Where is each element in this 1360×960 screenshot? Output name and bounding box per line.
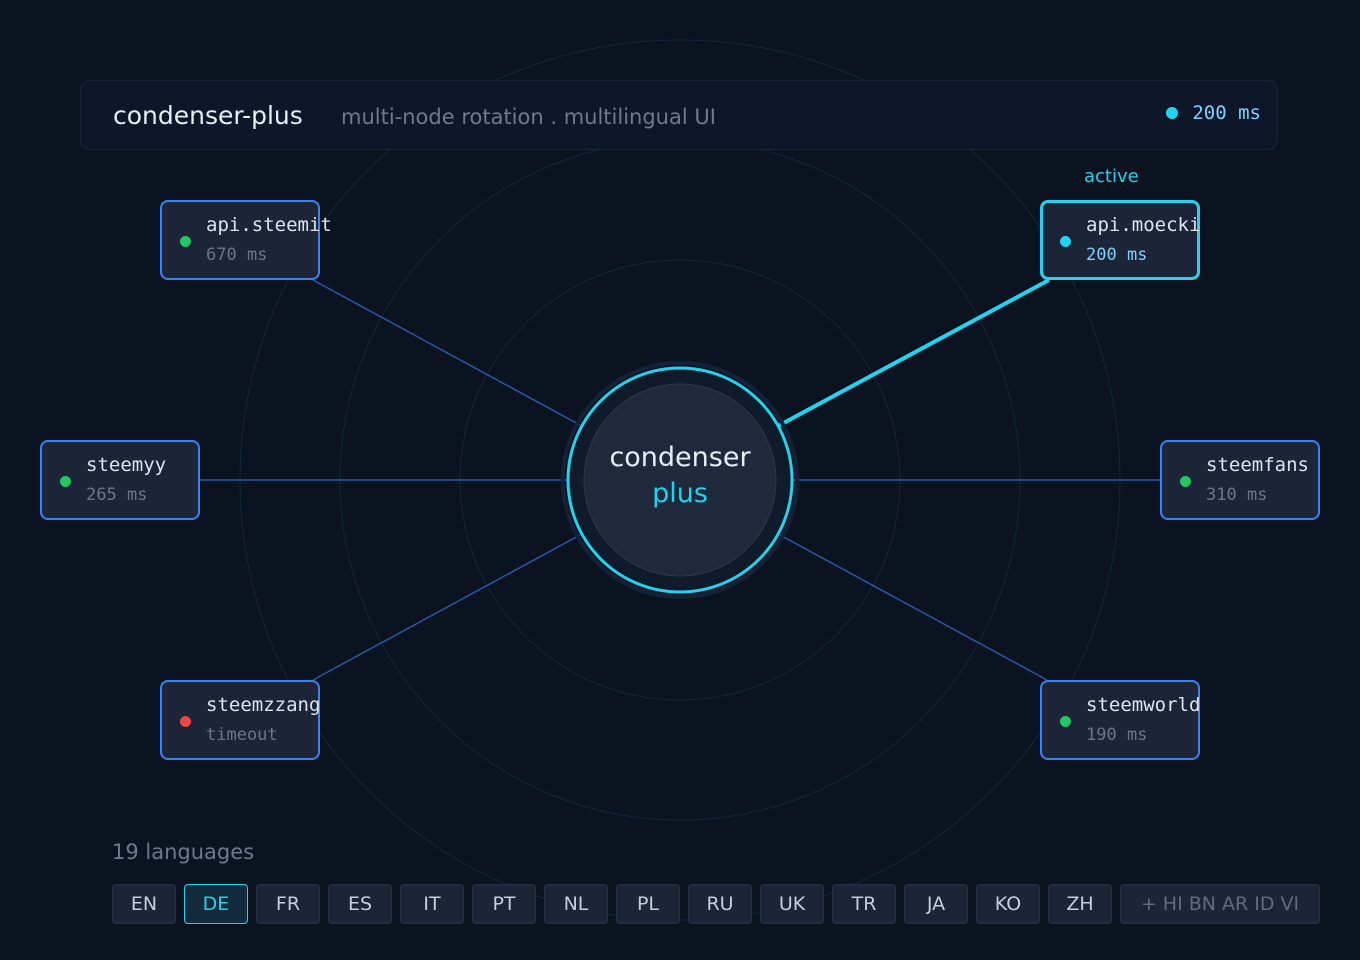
link-api-steemit (312, 279, 581, 426)
app-title: condenser-plus (113, 101, 303, 130)
link-steemworld (779, 534, 1048, 681)
node-name: steemzzang (206, 694, 321, 716)
node-name: steemfans (1206, 454, 1309, 476)
node-latency: 190 ms (1086, 725, 1148, 745)
language-button-nl[interactable]: NL (544, 884, 608, 924)
language-button-uk[interactable]: UK (760, 884, 824, 924)
link-steemzzang (312, 534, 581, 681)
link-api-moecki-active (777, 278, 1050, 428)
node-latency: 200 ms (1086, 245, 1148, 265)
node-name: api.steemit (206, 214, 332, 236)
status-dot-icon (1166, 107, 1179, 119)
language-button-ja[interactable]: JA (904, 884, 968, 924)
node-status-dot-icon (180, 236, 191, 247)
language-button-ru[interactable]: RU (688, 884, 752, 924)
node-status-dot-icon (180, 716, 191, 727)
node-status-dot-icon (1060, 236, 1071, 247)
current-latency-value: 200 ms (1192, 102, 1261, 124)
language-button-pt[interactable]: PT (472, 884, 536, 924)
node-steemfans[interactable]: steemfans 310 ms (1160, 440, 1320, 520)
language-button-en[interactable]: EN (112, 884, 176, 924)
connections (200, 278, 1160, 681)
node-latency: timeout (206, 725, 278, 745)
hub-label-line2: plus (652, 478, 708, 509)
node-name: steemworld (1086, 694, 1201, 716)
hub (561, 361, 799, 599)
language-button-de[interactable]: DE (184, 884, 248, 924)
node-api-moecki[interactable]: api.moecki 200 ms (1040, 200, 1200, 280)
node-status-dot-icon (60, 476, 71, 487)
languages-heading: 19 languages (112, 840, 255, 864)
hub-label: condenser plus (580, 440, 780, 512)
active-node-label: active (1084, 166, 1139, 187)
header-bar: condenser-plus multi-node rotation . mul… (80, 80, 1278, 150)
language-button-ko[interactable]: KO (976, 884, 1040, 924)
more-languages-button[interactable]: + HI BN AR ID VI (1120, 884, 1320, 924)
node-status-dot-icon (1060, 716, 1071, 727)
hub-inner-circle (583, 383, 777, 577)
node-latency: 265 ms (86, 485, 148, 505)
node-steemworld[interactable]: steemworld 190 ms (1040, 680, 1200, 760)
language-button-it[interactable]: IT (400, 884, 464, 924)
language-button-zh[interactable]: ZH (1048, 884, 1112, 924)
node-name: api.moecki (1086, 214, 1201, 236)
node-latency: 670 ms (206, 245, 268, 265)
node-steemyy[interactable]: steemyy 265 ms (40, 440, 200, 520)
hub-glow (561, 361, 799, 599)
language-button-es[interactable]: ES (328, 884, 392, 924)
current-latency: 200 ms (1166, 102, 1261, 124)
node-api-steemit[interactable]: api.steemit 670 ms (160, 200, 332, 280)
language-button-tr[interactable]: TR (832, 884, 896, 924)
node-status-dot-icon (1180, 476, 1191, 487)
language-button-fr[interactable]: FR (256, 884, 320, 924)
hub-label-line1: condenser (609, 442, 751, 473)
language-button-pl[interactable]: PL (616, 884, 680, 924)
app-subtitle: multi-node rotation . multilingual UI (341, 105, 716, 129)
node-latency: 310 ms (1206, 485, 1268, 505)
node-steemzzang[interactable]: steemzzang timeout (160, 680, 320, 760)
node-name: steemyy (86, 454, 167, 476)
